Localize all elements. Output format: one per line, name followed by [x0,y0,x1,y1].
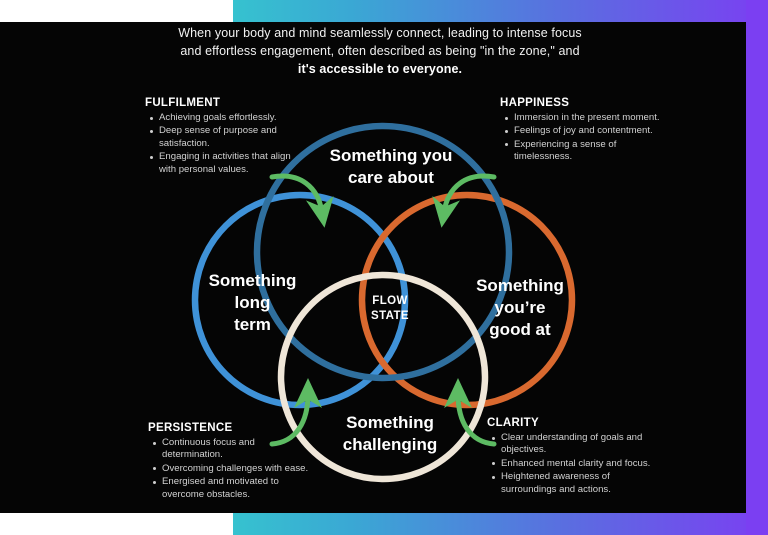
label-flow-state: FLOW STATE [345,294,435,323]
label-line: care about [348,168,434,187]
arrow-happiness [432,173,497,228]
label-line: you’re [494,298,546,317]
list-item: Feelings of joy and contentment. [505,125,670,137]
arrow-persistence [269,378,322,447]
headline-line-1: When your body and mind seamlessly conne… [178,26,582,40]
block-list-fulfilment: Achieving goals effortlessly. Deep sense… [145,112,305,176]
top-gradient-band [233,0,768,22]
block-list-persistence: Continuous focus and determination. Over… [148,437,318,501]
block-title-persistence: PERSISTENCE [148,422,233,434]
bottom-gradient-band [233,513,768,535]
arrow-fulfilment [269,173,334,228]
headline-line-2: and effortless engagement, often describ… [180,44,580,58]
dark-canvas: When your body and mind seamlessly conne… [0,22,746,513]
block-title-fulfilment: FULFILMENT [145,97,221,109]
list-item: Experiencing a sense of timelessness. [505,139,670,164]
block-clarity: CLARITY Clear understanding of goals and… [487,417,657,497]
list-item: Overcoming challenges with ease. [153,463,318,475]
block-fulfilment: FULFILMENT Achieving goals effortlessly.… [145,97,305,177]
list-item: Clear understanding of goals and objecti… [492,432,657,457]
circle-something-you-care-about [253,122,513,382]
list-item: Deep sense of purpose and satisfaction. [150,125,305,150]
label-line: long [234,293,271,312]
block-title-clarity: CLARITY [487,417,539,429]
label-something-you-care-about: Something you care about [296,145,486,189]
block-list-clarity: Clear understanding of goals and objecti… [487,432,657,496]
bottom-white-band [0,513,233,535]
label-something-long-term: Something long term [185,270,320,336]
venn-diagram [0,22,746,513]
headline-line-3: it's accessible to everyone. [297,62,463,76]
block-title-happiness: HAPPINESS [500,97,570,109]
top-white-band [0,0,233,22]
list-item: Continuous focus and determination. [153,437,318,462]
label-line: Something you [329,146,453,165]
block-persistence: PERSISTENCE Continuous focus and determi… [148,422,318,502]
label-something-challenging: Something challenging [300,412,480,456]
block-happiness: HAPPINESS Immersion in the present momen… [500,97,670,165]
label-line: Something [346,413,434,432]
arrow-clarity [444,378,497,447]
circle-something-challenging [277,271,489,483]
list-item: Engaging in activities that align with p… [150,151,305,176]
list-item: Heightened awareness of surroundings and… [492,471,657,496]
list-item: Achieving goals effortlessly. [150,112,305,124]
label-line: good at [489,320,551,339]
list-item: Immersion in the present moment. [505,112,670,124]
label-line: Something [208,271,297,290]
list-item: Enhanced mental clarity and focus. [492,458,657,470]
flow-state-line-2: STATE [371,309,409,322]
flow-state-line-1: FLOW [372,295,408,307]
label-something-youre-good-at: Something you’re good at [450,275,590,341]
block-list-happiness: Immersion in the present moment. Feeling… [500,112,670,164]
label-line: Something [476,276,564,295]
label-line: challenging [342,435,438,454]
headline: When your body and mind seamlessly conne… [120,24,640,78]
label-line: term [234,315,271,334]
right-purple-band [746,0,768,535]
list-item: Energised and motivated to overcome obst… [153,476,318,501]
